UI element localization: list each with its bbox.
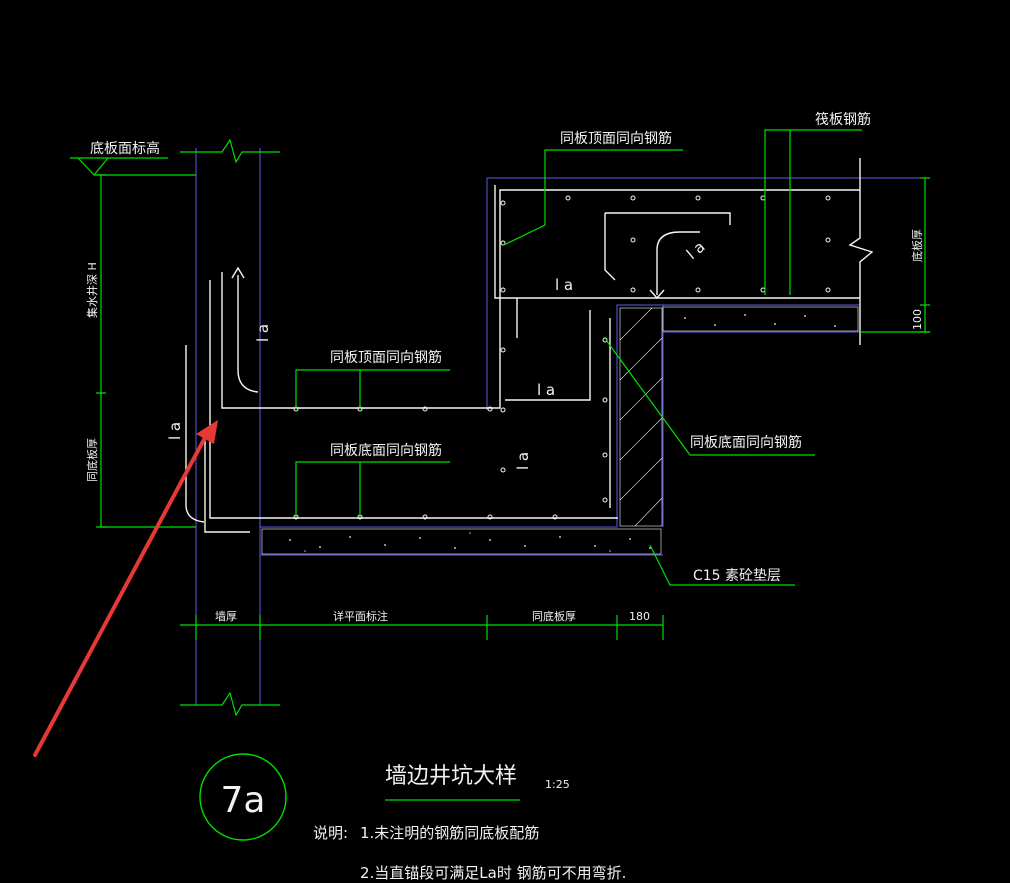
slab-top-rebar-top-label: 同板顶面同向钢筋 bbox=[560, 130, 672, 147]
raft-rebar-label: 筏板钢筋 bbox=[815, 111, 871, 128]
red-annotation-arrow bbox=[33, 420, 218, 757]
slab-thickness-label: 底板厚 bbox=[910, 229, 924, 262]
c15-cushion-label: C15 素砼垫层 bbox=[693, 568, 781, 584]
slab-bottom-rebar-right-label: 同板底面同向钢筋 bbox=[690, 434, 802, 451]
la-bend-arrows bbox=[185, 231, 700, 523]
detail-number-badge: 7a bbox=[199, 753, 287, 841]
la-label-step-mid: l a bbox=[537, 381, 555, 399]
same-slab-thickness-dim-label: 同底板厚 bbox=[532, 609, 576, 623]
same-slab-thickness-label: 同底板厚 bbox=[85, 438, 99, 482]
notes-line-1: 1.未注明的钢筋同底板配筋 bbox=[360, 824, 539, 842]
dimension-lines bbox=[70, 129, 930, 640]
la-label-bend: l a bbox=[683, 238, 708, 263]
slab-break-mark-right bbox=[848, 158, 874, 345]
slab-top-rebar-mid-label: 同板顶面同向钢筋 bbox=[330, 349, 442, 366]
dim-100-label: 100 bbox=[911, 309, 924, 330]
la-label-pit: l a bbox=[166, 422, 184, 440]
detail-scale: 1:25 bbox=[545, 778, 570, 791]
notes-line-2: 2.当直锚段可满足La时 钢筋可不用弯折. bbox=[360, 864, 626, 882]
wall-break-mark-bottom bbox=[180, 691, 280, 717]
la-label-step-top: l a bbox=[555, 276, 573, 294]
side-hatch bbox=[619, 307, 663, 527]
see-plan-label: 详平面标注 bbox=[333, 609, 388, 623]
wall-thickness-label: 墙厚 bbox=[215, 609, 237, 623]
slab-bottom-rebar-mid-label: 同板底面同向钢筋 bbox=[330, 442, 442, 459]
slab-top-elevation-label: 底板面标高 bbox=[90, 140, 160, 157]
la-label-wall: l a bbox=[254, 324, 272, 342]
rebar-dots bbox=[293, 195, 831, 520]
pit-depth-label: 集水井深 H bbox=[85, 262, 99, 318]
detail-title: 墙边井坑大样 bbox=[385, 764, 517, 789]
wall-break-mark-top bbox=[180, 138, 280, 164]
c15-cushion-layer bbox=[261, 306, 859, 555]
dim-180-label: 180 bbox=[629, 610, 650, 623]
detail-number: 7a bbox=[221, 780, 266, 821]
rebar-lines bbox=[204, 185, 860, 533]
la-label-step-low: l a bbox=[514, 452, 532, 470]
notes-prefix: 说明: bbox=[313, 824, 348, 842]
